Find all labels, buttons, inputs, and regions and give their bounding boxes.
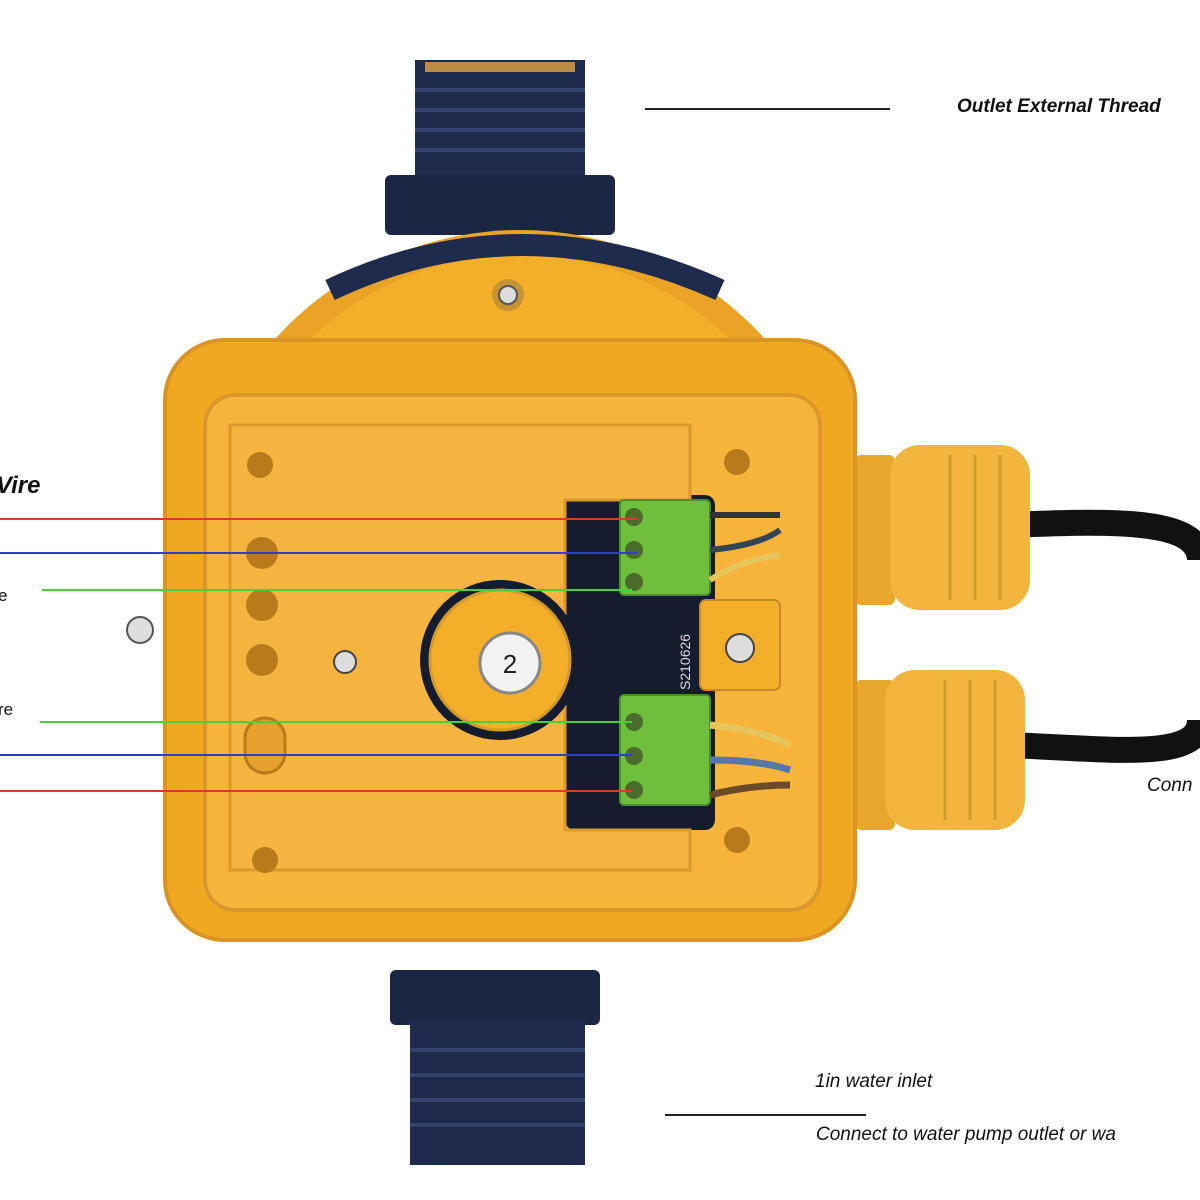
inlet-nut xyxy=(390,970,600,1025)
terminal-block-motor xyxy=(619,694,711,806)
screw-icon xyxy=(725,633,755,663)
outlet-nut xyxy=(385,175,615,235)
connect-label: Conn xyxy=(1147,775,1193,796)
inlet-label: 1in water inlet xyxy=(815,1071,933,1092)
wire-heading-label: Vire xyxy=(0,472,41,499)
terminal-block-power xyxy=(619,499,711,596)
outlet-thread-label: Outlet External Thread xyxy=(957,96,1161,117)
knob-number: 2 xyxy=(503,649,517,679)
wire-label-motor-ground: re xyxy=(0,700,14,719)
cable-top xyxy=(1009,509,1200,562)
outlet-thread xyxy=(415,60,585,185)
inlet-description: Connect to water pump outlet or wa xyxy=(816,1124,1116,1145)
cable-gland-bottom xyxy=(855,670,1025,830)
cable-bottom xyxy=(1009,718,1200,763)
cable-gland-top xyxy=(855,445,1030,610)
inlet-thread xyxy=(410,1020,585,1165)
screw-icon xyxy=(126,616,154,644)
screw-icon xyxy=(333,650,357,674)
wire-label-power-ground: e xyxy=(0,586,8,605)
pcb-code: S210626 xyxy=(677,634,693,690)
